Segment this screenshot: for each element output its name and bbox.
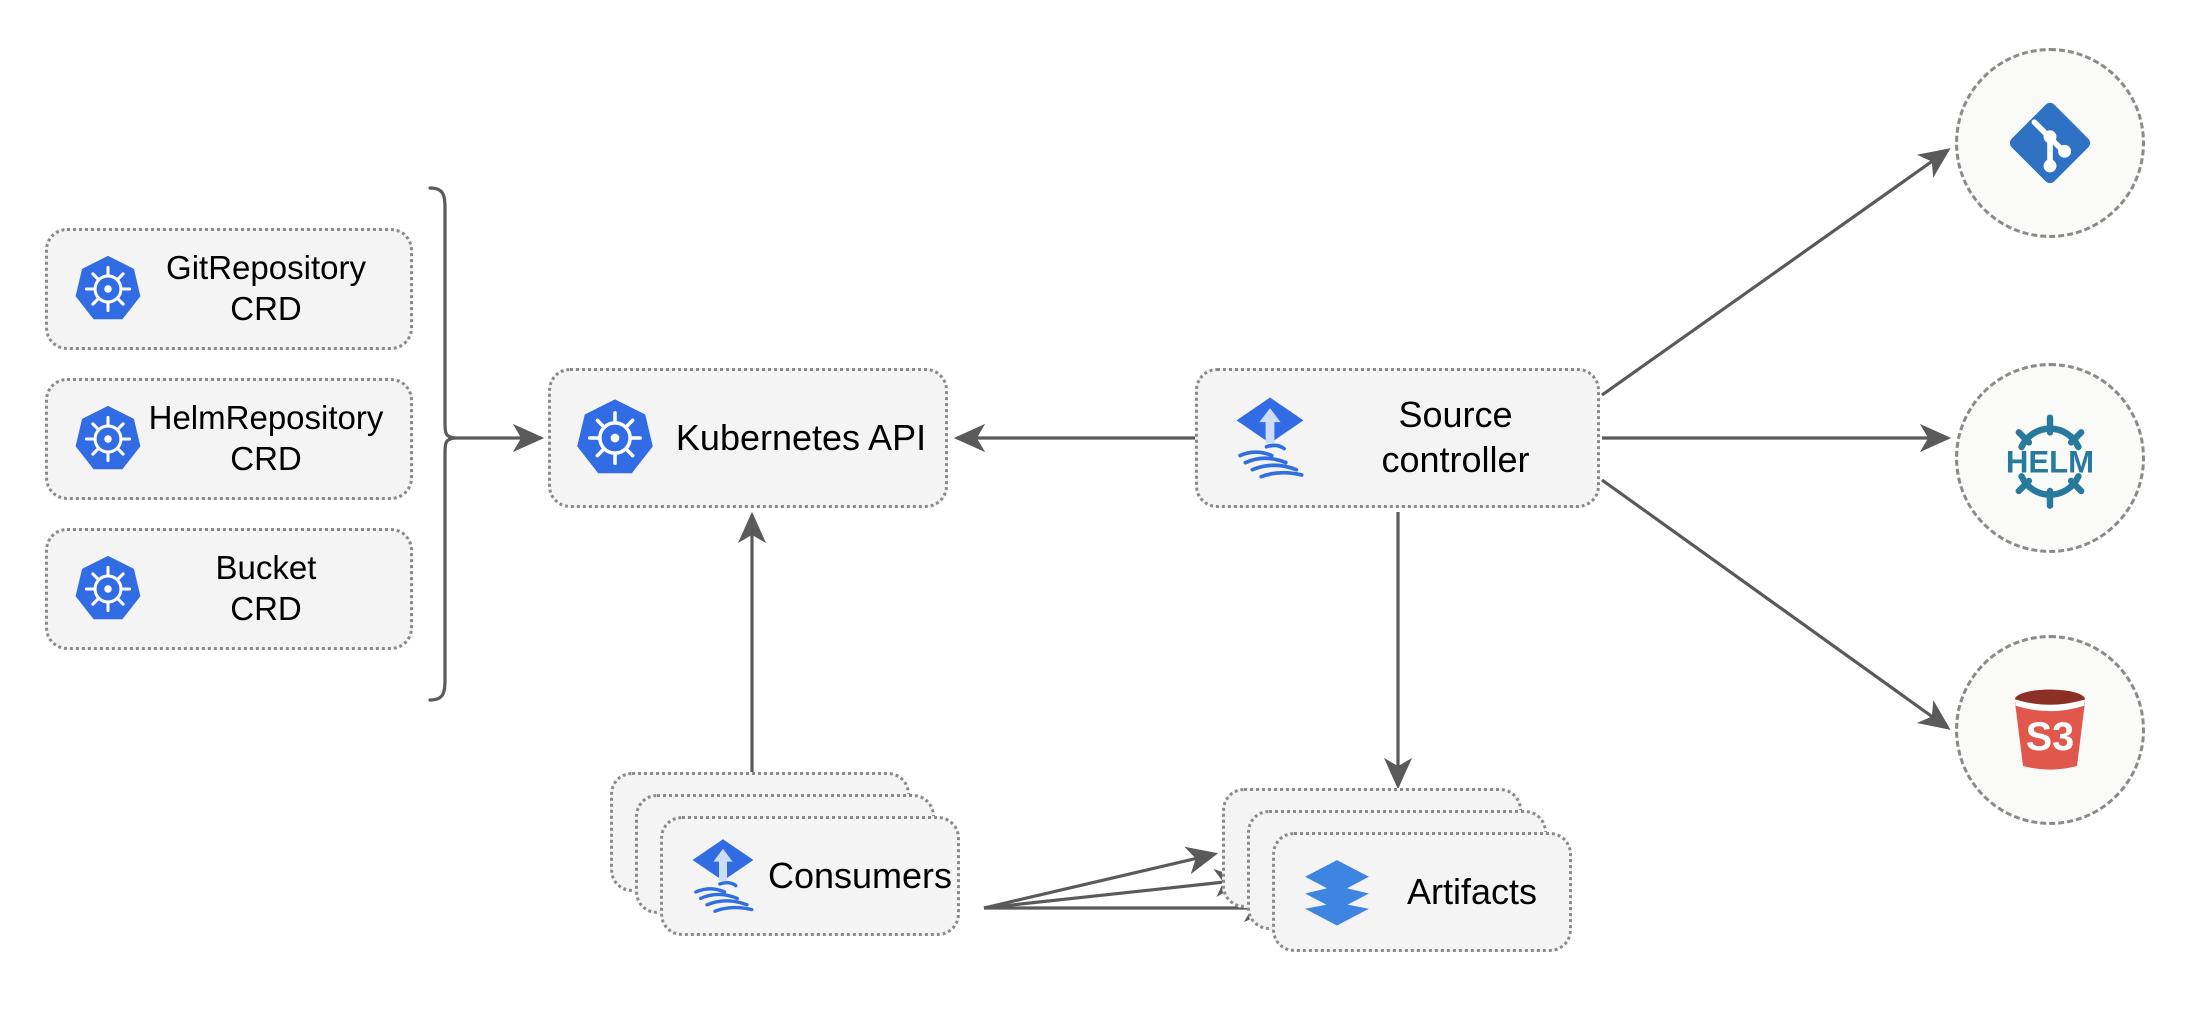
node-source-controller[interactable]: Source controller [1195, 368, 1600, 508]
flux-icon [683, 836, 763, 916]
helm-label: HELM [2006, 445, 2094, 480]
node-label: Source controller [1381, 394, 1530, 480]
node-kubernetes-api[interactable]: Kubernetes API [548, 368, 948, 508]
node-git-source[interactable] [1955, 48, 2145, 238]
layers-icon [1299, 854, 1375, 930]
node-helm-repository-crd[interactable]: HelmRepository CRD [45, 378, 413, 500]
node-helm-source[interactable]: HELM [1955, 363, 2145, 553]
edge-consumers-to-artifacts-1 [983, 846, 1219, 910]
node-s3-source[interactable]: S3 [1955, 635, 2145, 825]
helm-icon: HELM [1995, 403, 2105, 513]
crd-label: GitRepository CRD [166, 249, 366, 327]
edge-source-to-s3 [1601, 478, 1951, 730]
edge-consumers-to-artifacts-2 [983, 869, 1247, 910]
crd-group-bracket [428, 186, 456, 702]
consumers-stack-layer-front[interactable]: Consumers [660, 816, 960, 936]
s3-icon: S3 [1996, 676, 2104, 784]
kubernetes-icon [72, 253, 144, 325]
git-icon [1998, 91, 2102, 195]
node-label: Kubernetes API [675, 416, 927, 458]
node-label: Artifacts [1406, 870, 1538, 912]
flux-icon [1226, 394, 1314, 482]
crd-label: HelmRepository CRD [148, 399, 384, 477]
node-bucket-crd[interactable]: Bucket CRD [45, 528, 413, 650]
kubernetes-icon [72, 403, 144, 475]
kubernetes-icon [573, 396, 657, 480]
kubernetes-icon [72, 553, 144, 625]
artifacts-stack-layer-front[interactable]: Artifacts [1272, 832, 1572, 952]
node-label: Consumers [767, 854, 953, 896]
edge-source-to-git [1601, 148, 1951, 397]
node-git-repository-crd[interactable]: GitRepository CRD [45, 228, 413, 350]
s3-label: S3 [2026, 715, 2074, 759]
crd-label: Bucket CRD [215, 549, 317, 627]
